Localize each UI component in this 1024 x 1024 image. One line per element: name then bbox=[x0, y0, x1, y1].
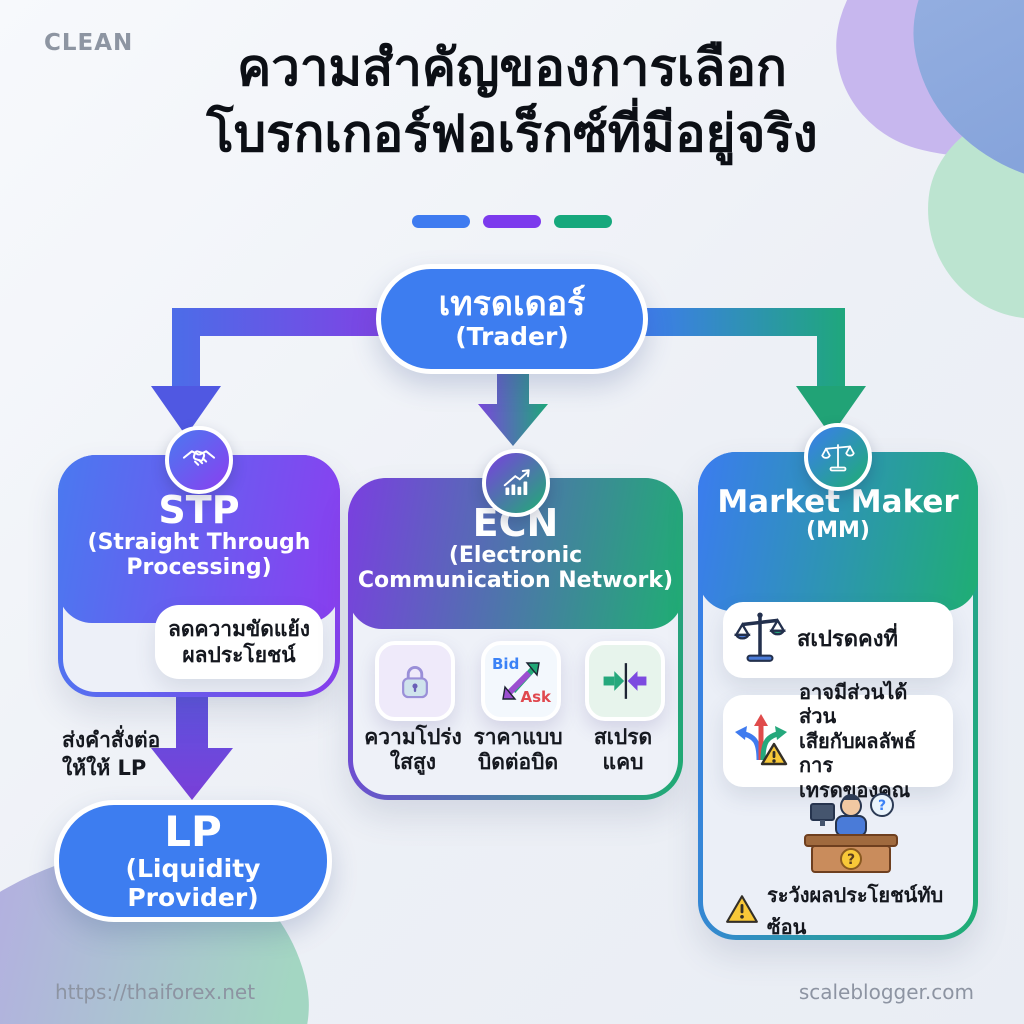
ecn-subtitle-line2: Communication Network) bbox=[357, 567, 674, 593]
node-stp: STP (Straight Through Processing) ลดความ… bbox=[58, 426, 340, 697]
stp-benefit-card: ลดความขัดแย้ง ผลประโยชน์ bbox=[155, 605, 323, 679]
stp-benefit-line1: ลดความขัดแย้ง bbox=[167, 616, 311, 641]
arrow-trader-to-mm bbox=[640, 308, 866, 436]
stp-lp-note-line2: ให้ให้ LP bbox=[62, 756, 147, 781]
divider-dash-green bbox=[554, 215, 612, 228]
node-ecn: ECN (Electronic Communication Network) B… bbox=[348, 449, 683, 800]
warning-triangle-icon bbox=[725, 894, 759, 928]
ask-label: Ask bbox=[520, 688, 551, 706]
trader-subtitle: (Trader) bbox=[455, 322, 569, 352]
ecn-header: ECN (Electronic Communication Network) bbox=[348, 478, 683, 629]
ecn-feature-label-pricing: ราคาแบบ บิดต่อบิด bbox=[473, 725, 563, 775]
mm-card-conflict: อาจมีส่วนได้ส่วน เสียกับผลลัพธ์การ เทรดข… bbox=[723, 680, 953, 802]
watermark-clean: CLEAN bbox=[44, 30, 134, 56]
bar-chart-growth-icon bbox=[481, 449, 550, 517]
mm-title: Market Maker bbox=[717, 484, 959, 520]
stp-header: STP (Straight Through Processing) bbox=[58, 455, 340, 623]
lock-icon bbox=[375, 641, 455, 721]
source-url-right: scaleblogger.com bbox=[798, 980, 974, 1004]
stp-subtitle-line2: Processing) bbox=[126, 554, 272, 580]
node-market-maker: Market Maker (MM) สเปรดคงที่ bbox=[698, 423, 978, 943]
mm-card-conflict-label: อาจมีส่วนได้ส่วน เสียกับผลลัพธ์การ เทรดข… bbox=[799, 680, 917, 802]
handshake-icon bbox=[165, 426, 233, 494]
branch-arrows-warning-icon bbox=[733, 710, 789, 772]
lp-title: LP bbox=[164, 807, 222, 857]
page-title-line2: โบรกเกอร์ฟอเร็กซ์ที่มีอยู่จริง bbox=[206, 105, 818, 165]
balance-scale-icon bbox=[804, 423, 872, 491]
bid-label: Bid bbox=[492, 655, 520, 673]
ecn-feature-label-spread: สเปรด แคบ bbox=[593, 725, 653, 775]
divider-dash-purple bbox=[483, 215, 541, 228]
mm-card-fixed-spread-label: สเปรดคงที่ bbox=[797, 626, 898, 652]
arrow-stp-to-lp bbox=[151, 684, 233, 800]
node-trader: เทรดเดอร์ (Trader) bbox=[376, 264, 648, 374]
page-title: ความสำคัญของการเลือก โบรกเกอร์ฟอเร็กซ์ที… bbox=[0, 36, 1024, 169]
stp-lp-note: ส่งคำสั่งต่อ ให้ให้ LP bbox=[62, 726, 160, 783]
stp-benefit-line2: ผลประโยชน์ bbox=[182, 643, 296, 667]
spread-converge-icon bbox=[585, 641, 665, 721]
page-title-line1: ความสำคัญของการเลือก bbox=[237, 39, 787, 98]
balance-scale-color-icon bbox=[733, 610, 787, 670]
trader-title: เทรดเดอร์ bbox=[438, 283, 586, 324]
bid-ask-icon: Bid Ask bbox=[481, 641, 561, 721]
ecn-feature-label-transparency: ความโปร่ง ใสสูง bbox=[364, 725, 462, 775]
mm-warning-row: ระวังผลประโยชน์ทับซ้อน bbox=[725, 879, 973, 943]
svg-text:?: ? bbox=[847, 852, 855, 868]
source-url-left: https://thaiforex.net bbox=[55, 980, 256, 1004]
stp-subtitle-line1: (Straight Through bbox=[87, 529, 311, 555]
node-lp: LP (Liquidity Provider) bbox=[54, 800, 332, 922]
arrow-trader-to-stp bbox=[151, 308, 380, 436]
dealing-desk-illustration: ? ? bbox=[803, 791, 899, 883]
svg-text:?: ? bbox=[878, 798, 886, 814]
mm-warning-text: ระวังผลประโยชน์ทับซ้อน bbox=[767, 883, 944, 939]
lp-subtitle: (Liquidity Provider) bbox=[125, 854, 261, 913]
stp-title: STP bbox=[158, 488, 240, 532]
mm-subtitle: (MM) bbox=[806, 517, 870, 543]
title-divider bbox=[412, 215, 612, 228]
arrow-trader-to-ecn bbox=[478, 370, 548, 446]
stp-lp-note-line1: ส่งคำสั่งต่อ bbox=[62, 728, 161, 752]
ecn-subtitle-line1: (Electronic bbox=[448, 542, 583, 568]
mm-card-fixed-spread: สเปรดคงที่ bbox=[723, 602, 953, 678]
divider-dash-blue bbox=[412, 215, 470, 228]
